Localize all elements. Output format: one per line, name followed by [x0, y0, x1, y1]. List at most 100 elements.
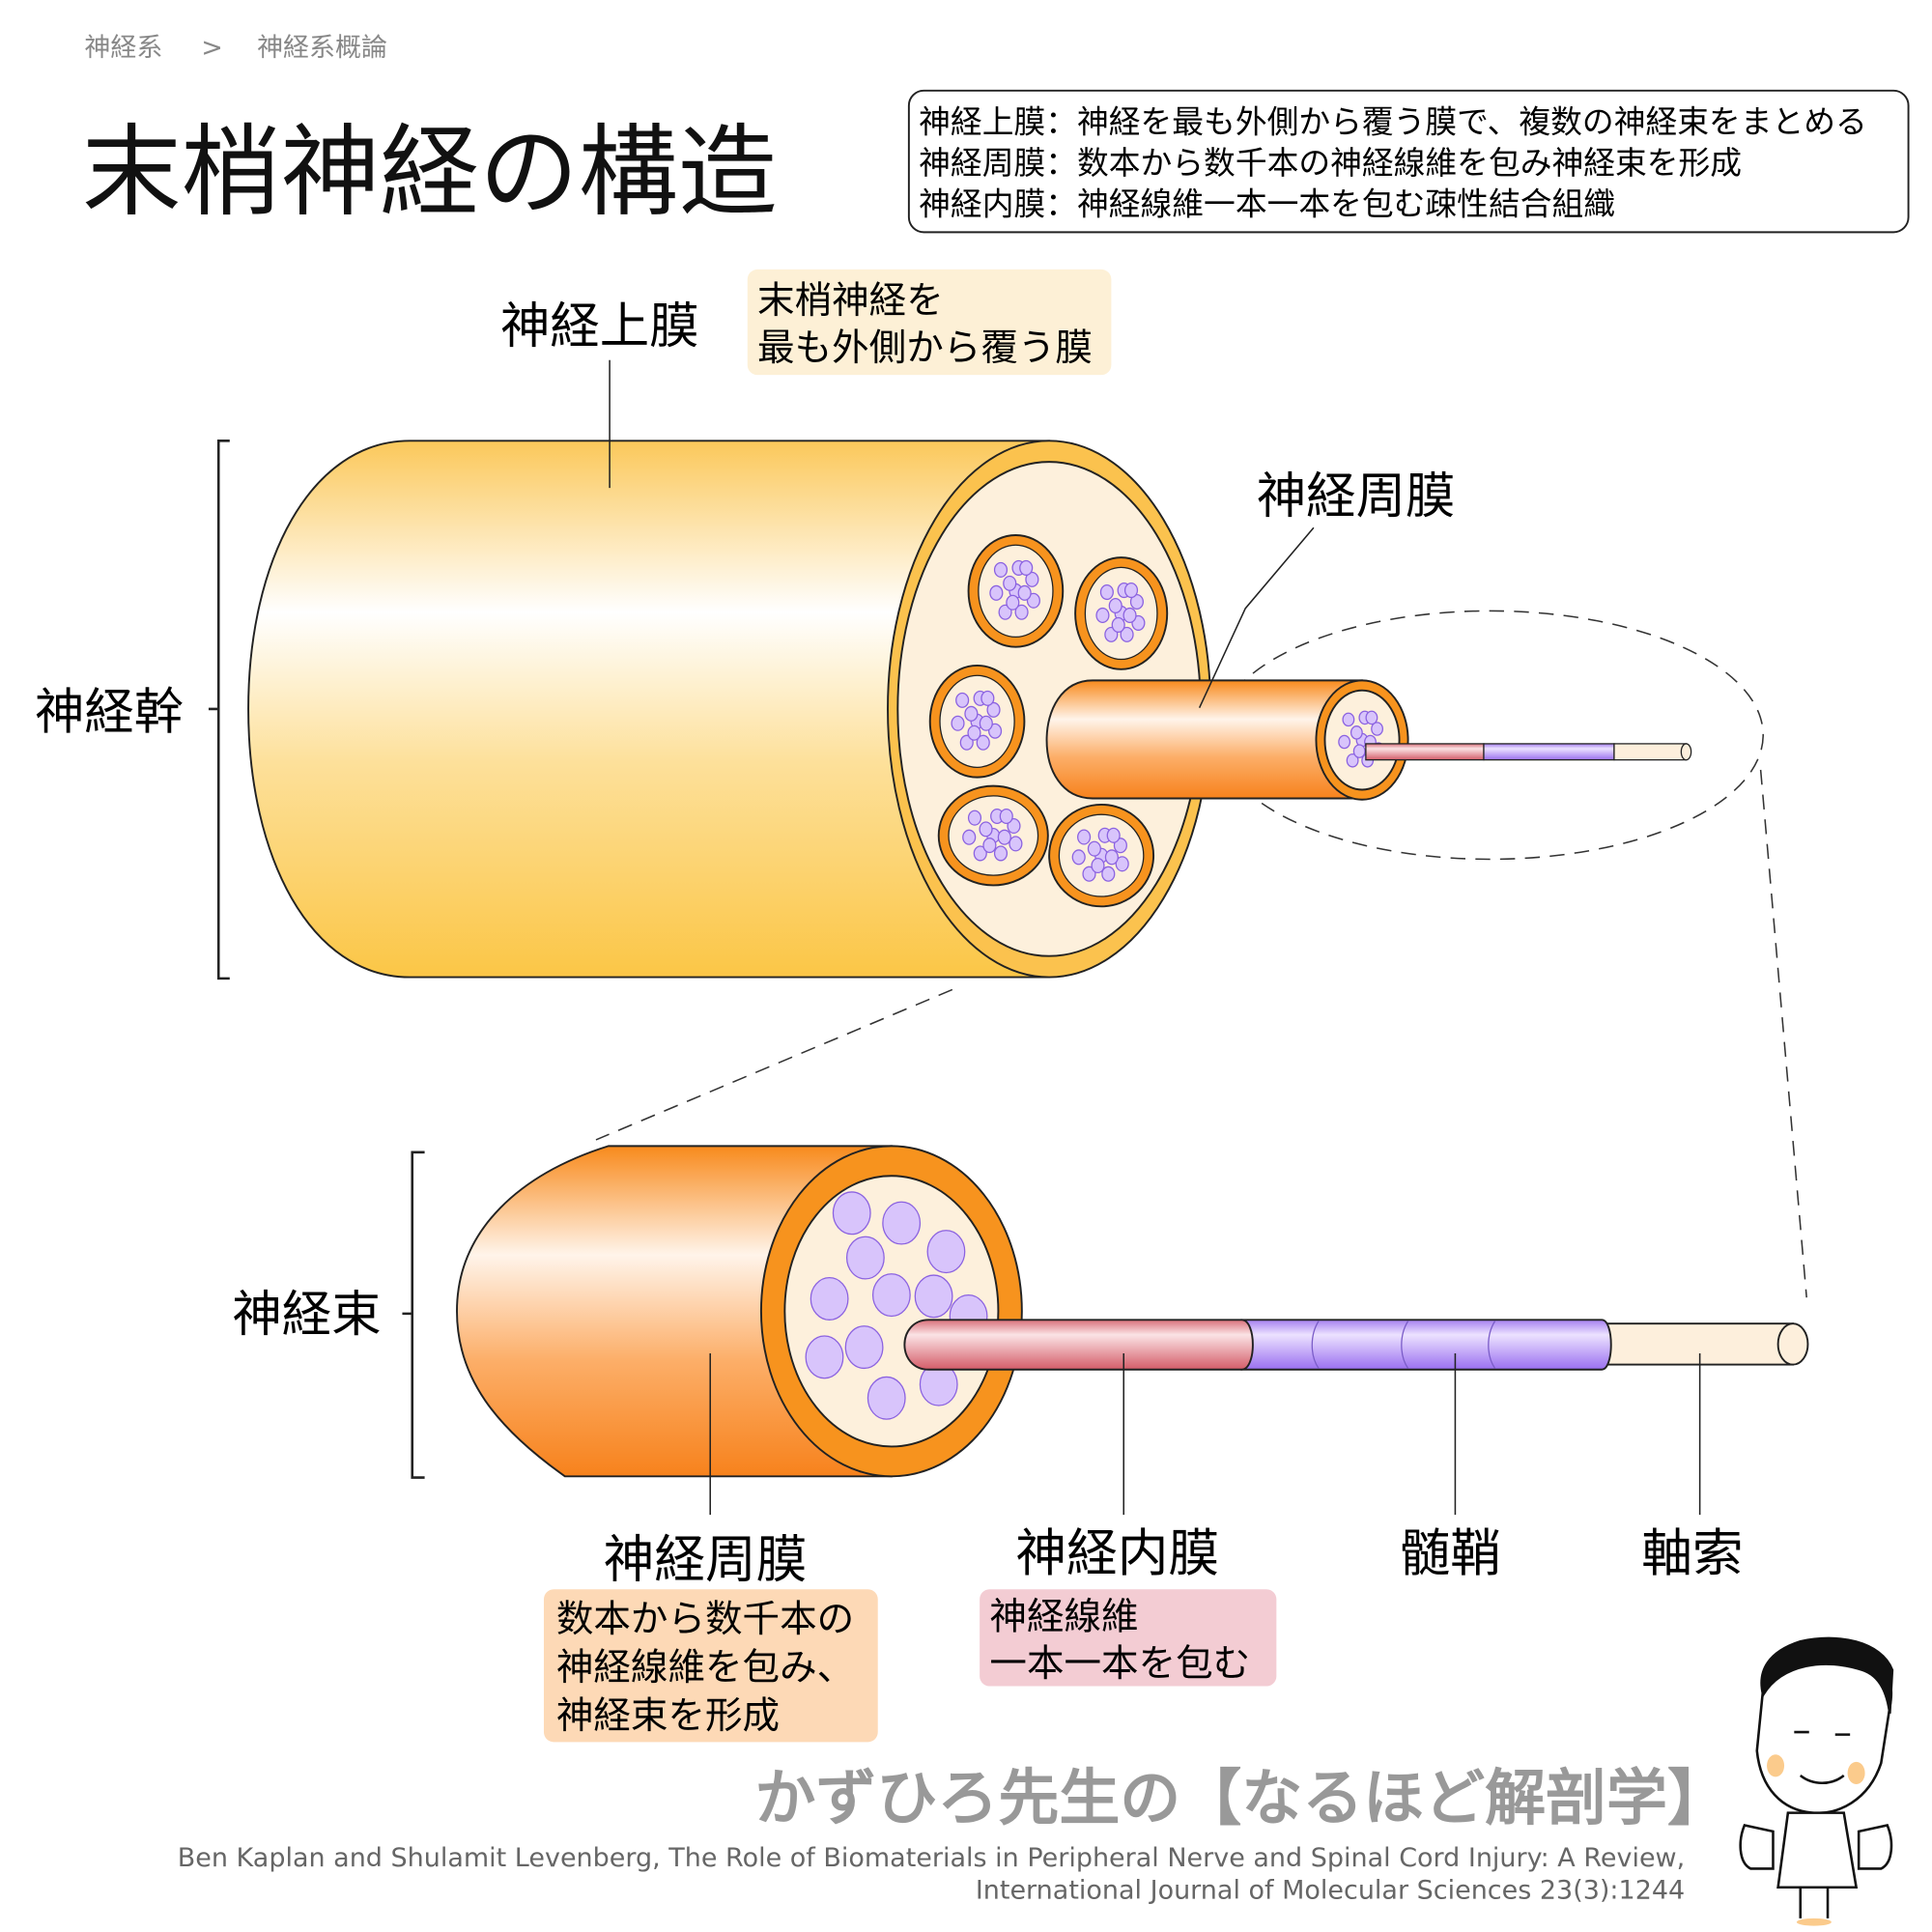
nerve-fiber-dot: [998, 604, 1012, 620]
nerve-fiber-dot: [1108, 597, 1122, 614]
nerve-fiber: [882, 1201, 922, 1245]
label-epineurium: 神経上膜: [500, 298, 699, 355]
nerve-fiber-dot: [955, 692, 970, 708]
nerve-fiber: [805, 1335, 844, 1379]
callout-text: 最も外側から覆う膜: [757, 327, 1093, 370]
definition-endoneurium: 神経内膜：神経線維一本一本を包む疎性結合組織: [919, 185, 1615, 222]
breadcrumb-parent[interactable]: 神経系: [84, 33, 162, 63]
nerve-fiber-dot: [1082, 866, 1096, 882]
bracket-fascicle: [402, 1151, 425, 1479]
nerve-fiber-dot: [1371, 722, 1384, 736]
pulled-fascicle: [1045, 679, 1409, 801]
nerve-fiber-dot: [951, 715, 965, 731]
nerve-fiber-dot: [980, 690, 995, 706]
label-endoneurium: 神経内膜: [1015, 1524, 1219, 1583]
nerve-fiber-dot: [997, 829, 1011, 845]
breadcrumb: 神経系 > 神経系概論: [84, 33, 387, 63]
nerve-fiber-dot: [973, 845, 987, 862]
fascicle-section: [967, 534, 1065, 648]
nerve-fiber-dot: [1003, 575, 1017, 591]
nerve-fiber-dot: [1071, 849, 1086, 866]
nerve-fiber-dot: [1104, 849, 1119, 866]
nerve-fiber-dot: [967, 724, 981, 741]
nerve-fiber-dot: [1111, 616, 1125, 633]
fascicle-section: [1074, 556, 1169, 670]
callout-perineurium: 数本から数千本の 神経線維を包み、 神経束を形成: [543, 1589, 878, 1743]
callout-epineurium: 末梢神経を 最も外側から覆う膜: [747, 269, 1112, 376]
nerve-fiber: [926, 1230, 966, 1274]
label-perineurium: 神経周膜: [604, 1530, 808, 1589]
nerve-fiber: [867, 1376, 906, 1420]
nerve-fiber-dot: [979, 821, 993, 838]
nerve-fiber-dot: [1025, 571, 1039, 587]
brand-logo-text: かずひろ先生の【なるほど解剖学】: [754, 1763, 1728, 1833]
nerve-fiber-dot: [1087, 840, 1101, 857]
fascicle-section: [928, 664, 1026, 779]
nerve-fiber-dot: [988, 723, 1003, 739]
nerve-fiber-dot: [1095, 607, 1110, 623]
nerve-fiber-dot: [964, 705, 979, 722]
callout-text: 神経線維: [989, 1595, 1138, 1638]
nerve-fiber-dot: [993, 561, 1009, 578]
nerve-fiber-dot: [976, 734, 990, 751]
nerve-fiber-dot: [979, 715, 993, 731]
nerve-fiber-dot: [993, 845, 1009, 862]
nerve-fiber-dot: [1101, 866, 1116, 882]
nerve-fiber-dot: [1129, 593, 1144, 611]
definition-box: 神経上膜：神経を最も外側から覆う膜で、複数の神経束をまとめる 神経周膜：数本から…: [907, 89, 1910, 234]
nerve-fiber-dot: [1014, 604, 1029, 620]
nerve-fiber-dot: [982, 838, 997, 854]
callout-text: 数本から数千本の: [556, 1598, 854, 1641]
nerve-fiber: [832, 1191, 871, 1236]
nerve-fiber-dot: [1123, 582, 1139, 599]
nerve-fiber-dot: [1350, 725, 1363, 740]
nerve-fiber: [903, 1319, 1809, 1371]
breadcrumb-current[interactable]: 神経系概論: [257, 33, 387, 63]
nerve-fiber-dot: [1122, 607, 1137, 623]
label-perineurium-top: 神経周膜: [1257, 468, 1456, 526]
nerve-fiber-dot: [1077, 829, 1092, 845]
label-fascicle: 神経束: [232, 1286, 381, 1344]
thin-fiber: [1365, 743, 1692, 761]
nerve-fiber: [810, 1276, 849, 1321]
nerve-fiber-dot: [1115, 856, 1129, 872]
mascot-illustration: [1739, 1636, 1894, 1926]
callout-text: 末梢神経を: [757, 279, 944, 323]
definition-epineurium: 神経上膜：神経を最も外側から覆う膜で、複数の神経束をまとめる: [919, 104, 1867, 141]
nerve-fiber-dot: [962, 829, 977, 845]
nerve-fiber-dot: [1365, 710, 1378, 725]
nerve-fiber-dot: [1026, 592, 1040, 609]
nerve-fiber-dot: [1120, 626, 1134, 642]
nerve-fiber-dot: [986, 701, 1001, 718]
nerve-fiber-dot: [1346, 753, 1359, 768]
label-myelin: 髄鞘: [1400, 1524, 1501, 1583]
fascicle-section: [937, 784, 1049, 887]
nerve-fiber-dot: [1006, 594, 1020, 611]
nerve-fiber-dot: [1342, 712, 1355, 727]
breadcrumb-separator: >: [201, 33, 223, 63]
fascicle-section: [1048, 803, 1155, 908]
nerve-fiber-dot: [1007, 817, 1021, 835]
callout-text: 神経束を形成: [556, 1694, 780, 1738]
nerve-fiber-dot: [959, 734, 974, 751]
nerve-fiber-dot: [1338, 734, 1351, 750]
nerve-fiber: [914, 1274, 953, 1319]
callout-endoneurium: 神経線維 一本一本を包む: [980, 1589, 1277, 1687]
callout-text: 一本一本を包む: [989, 1642, 1250, 1686]
callout-text: 神経線維を包み、: [556, 1646, 854, 1690]
nerve-fiber: [845, 1236, 885, 1280]
fascicle-cross-sections: [928, 534, 1169, 908]
leader-line: [1198, 526, 1315, 708]
nerve-fiber-dot: [1113, 838, 1127, 854]
nerve-fiber: [871, 1273, 911, 1318]
citation-line1: Ben Kaplan and Shulamit Levenberg, The R…: [178, 1843, 1685, 1873]
nerve-fiber: [844, 1325, 884, 1370]
nerve-fiber-dot: [1099, 584, 1114, 601]
citation-line2: International Journal of Molecular Scien…: [976, 1875, 1685, 1905]
label-axon: 軸索: [1641, 1524, 1743, 1583]
nerve-fiber-dot: [1106, 827, 1121, 843]
nerve-fiber-dot: [1009, 836, 1023, 852]
leader-lines: [709, 1353, 1701, 1516]
nerve-fiber-dot: [1352, 744, 1366, 758]
